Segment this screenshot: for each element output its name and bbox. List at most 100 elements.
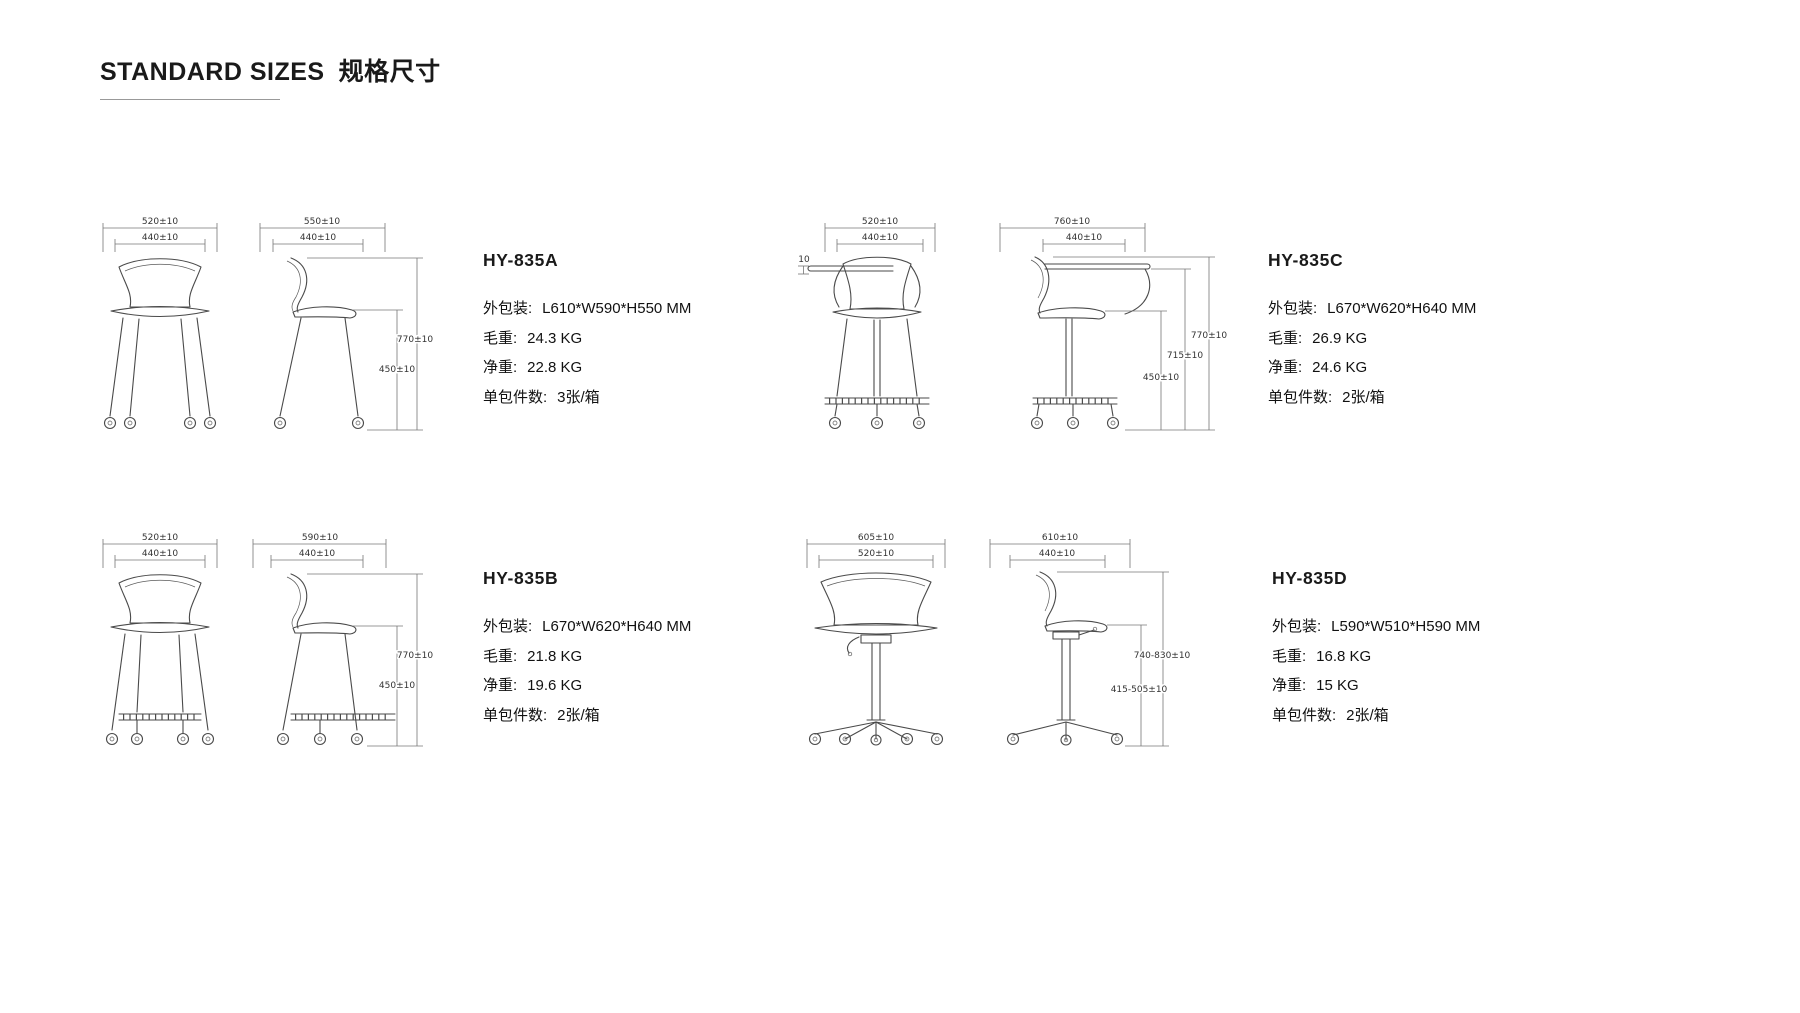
spec-label: 净重: <box>483 359 518 376</box>
model-name: HY-835D <box>1272 568 1348 588</box>
page-title-en: STANDARD SIZES <box>100 58 325 86</box>
side-view-dimensions: 610±10 440±10 <box>989 532 1131 568</box>
dim-side-inner: 440±10 <box>1066 233 1102 243</box>
spec-row-pieces: 单包件数: 3张/箱 <box>483 383 753 413</box>
dim-height-seat: 450±10 <box>1143 373 1179 383</box>
spec-label: 单包件数: <box>1272 706 1337 724</box>
height-dimensions: 450±10 770±10 <box>307 573 435 747</box>
spec-value: 3张/箱 <box>557 388 600 406</box>
model-name: HY-835A <box>483 250 559 270</box>
spec-label: 毛重: <box>483 647 518 665</box>
dim-front-inner: 440±10 <box>862 233 898 243</box>
spec-value: 21.8 KG <box>527 647 583 665</box>
dim-side-inner: 440±10 <box>300 233 336 243</box>
dim-height-total: 770±10 <box>397 335 433 345</box>
page-title: STANDARD SIZES 规格尺寸 <box>100 52 441 88</box>
spec-row-packing: 外包装: L670*W620*H640 MM <box>1268 294 1538 324</box>
spec-row-gross-weight: 毛重: 16.8 KG <box>1272 642 1542 672</box>
drawing-hy-835c: 520±10 440±10 10 760±10 <box>797 216 1229 431</box>
height-dimensions: 415-505±10 740-830±10 <box>1057 571 1192 747</box>
spec-row-net-weight: 净重: 15 KG <box>1272 671 1542 701</box>
spec-label: 净重: <box>1268 359 1303 376</box>
dim-side-outer: 590±10 <box>302 533 338 543</box>
dim-side-outer: 610±10 <box>1042 533 1078 543</box>
dim-height-seat: 450±10 <box>379 681 415 691</box>
spec-value: L670*W620*H640 MM <box>542 618 692 635</box>
spec-label: 净重: <box>483 677 518 694</box>
dim-front-inner: 440±10 <box>142 233 178 243</box>
front-view-dimensions: 520±10 440±10 <box>102 532 218 568</box>
model-name: HY-835C <box>1268 250 1344 270</box>
spec-value: L590*W510*H590 MM <box>1331 618 1481 635</box>
spec-value: L670*W620*H640 MM <box>1327 300 1477 317</box>
spec-value: 24.6 KG <box>1312 359 1368 376</box>
spec-row-gross-weight: 毛重: 21.8 KG <box>483 642 753 672</box>
height-dimensions: 450±10 715±10 770±10 <box>1053 256 1229 431</box>
spec-label: 毛重: <box>483 329 518 347</box>
chair-side-view <box>1030 256 1151 430</box>
chair-front-view <box>103 258 217 430</box>
spec-value: 26.9 KG <box>1312 329 1368 347</box>
spec-label: 外包装: <box>1272 618 1322 635</box>
dim-height-seat: 450±10 <box>379 365 415 375</box>
spec-value: 24.3 KG <box>527 329 583 347</box>
dim-height-total: 740-830±10 <box>1134 651 1191 661</box>
spec-label: 净重: <box>1272 677 1307 694</box>
spec-row-packing: 外包装: L670*W620*H640 MM <box>483 612 753 642</box>
dim-front-inner: 440±10 <box>142 549 178 559</box>
drawing-hy-835d: 605±10 520±10 610±10 440±10 <box>806 532 1192 747</box>
height-dimensions: 450±10 770±10 <box>307 257 435 431</box>
dim-height-total: 770±10 <box>397 651 433 661</box>
spec-value: 2张/箱 <box>1342 388 1385 406</box>
spec-row-net-weight: 净重: 24.6 KG <box>1268 353 1538 383</box>
drawing-hy-835a: 520±10 440±10 550±10 440±10 <box>102 216 435 431</box>
dim-height-back: 715±10 <box>1167 351 1203 361</box>
dim-front-outer: 605±10 <box>858 533 894 543</box>
spec-label: 单包件数: <box>1268 388 1333 406</box>
spec-value: 16.8 KG <box>1316 647 1372 665</box>
side-view-dimensions: 550±10 440±10 <box>259 216 386 252</box>
spec-label: 外包装: <box>1268 300 1318 317</box>
spec-label: 毛重: <box>1272 647 1307 665</box>
spec-value: 15 KG <box>1316 677 1359 694</box>
product-spec-hy-835a: HY-835A 外包装: L610*W590*H550 MM 毛重: 24.3 … <box>483 250 753 412</box>
dim-tablet-offset: 10 <box>798 255 810 265</box>
model-name: HY-835B <box>483 568 559 588</box>
chair-front-view <box>105 574 215 746</box>
dim-side-outer: 550±10 <box>304 217 340 227</box>
dim-front-outer: 520±10 <box>142 217 178 227</box>
drawing-hy-835b: 520±10 440±10 590±10 440±10 <box>102 532 435 747</box>
front-view-dimensions: 520±10 440±10 10 <box>797 216 936 275</box>
spec-row-pieces: 单包件数: 2张/箱 <box>1268 383 1538 413</box>
dim-side-inner: 440±10 <box>299 549 335 559</box>
spec-row-packing: 外包装: L610*W590*H550 MM <box>483 294 753 324</box>
dim-front-outer: 520±10 <box>142 533 178 543</box>
spec-value: 19.6 KG <box>527 677 583 694</box>
chair-side-view <box>1006 571 1124 746</box>
chair-front-view <box>808 572 944 746</box>
page-title-zh: 规格尺寸 <box>338 58 441 86</box>
spec-label: 外包装: <box>483 618 533 635</box>
dim-height-seat: 415-505±10 <box>1111 685 1168 695</box>
title-underline <box>100 99 280 100</box>
spec-value: 2张/箱 <box>1346 706 1389 724</box>
spec-row-net-weight: 净重: 22.8 KG <box>483 353 753 383</box>
spec-value: 22.8 KG <box>527 359 583 376</box>
chair-side-view <box>273 257 365 430</box>
spec-row-packing: 外包装: L590*W510*H590 MM <box>1272 612 1542 642</box>
dim-side-outer: 760±10 <box>1054 217 1090 227</box>
side-view-dimensions: 590±10 440±10 <box>252 532 387 568</box>
spec-row-gross-weight: 毛重: 24.3 KG <box>483 324 753 354</box>
product-spec-hy-835d: HY-835D 外包装: L590*W510*H590 MM 毛重: 16.8 … <box>1272 568 1542 730</box>
spec-label: 单包件数: <box>483 706 548 724</box>
spec-row-gross-weight: 毛重: 26.9 KG <box>1268 324 1538 354</box>
front-view-dimensions: 520±10 440±10 <box>102 216 218 252</box>
spec-row-net-weight: 净重: 19.6 KG <box>483 671 753 701</box>
spec-row-pieces: 单包件数: 2张/箱 <box>483 701 753 731</box>
front-view-dimensions: 605±10 520±10 <box>806 532 946 568</box>
spec-value: 2张/箱 <box>557 706 600 724</box>
spec-label: 单包件数: <box>483 388 548 406</box>
dim-height-total: 770±10 <box>1191 331 1227 341</box>
spec-label: 外包装: <box>483 300 533 317</box>
dim-front-inner: 520±10 <box>858 549 894 559</box>
